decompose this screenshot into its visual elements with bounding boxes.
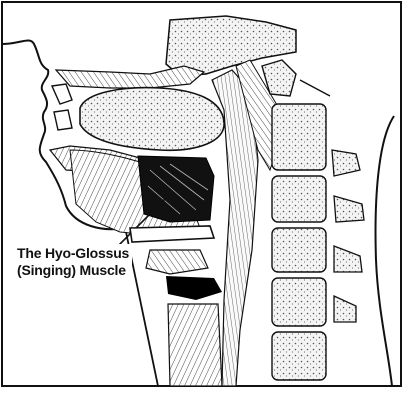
hyo-glossus-muscle <box>138 156 214 222</box>
label-line-1: The Hyo-Glossus <box>17 245 129 262</box>
hyo-glossus-label: The Hyo-Glossus (Singing) Muscle <box>14 244 132 280</box>
trachea <box>168 304 222 386</box>
tongue <box>80 88 224 151</box>
lower-teeth <box>54 110 72 130</box>
label-line-2: (Singing) Muscle <box>17 262 129 279</box>
